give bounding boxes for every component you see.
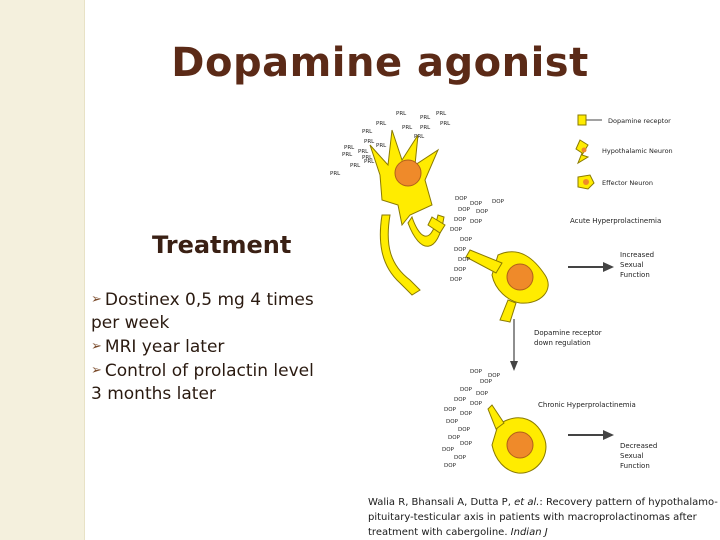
dop-label: DOP — [454, 217, 467, 223]
citation: Walia R, Bhansali A, Dutta P, et al.: Re… — [368, 495, 720, 540]
increased-line-2: Sexual — [620, 261, 643, 269]
effector-nucleus-swatch — [583, 179, 589, 185]
prl-label: PRL — [362, 155, 373, 161]
bullet-text-continued: per week — [91, 313, 170, 333]
dop-label: DOP — [460, 441, 473, 447]
dop-label: DOP — [450, 277, 463, 283]
dop-label: DOP — [454, 267, 467, 273]
legend: Dopamine receptor Hypothalamic Neuron Ef… — [575, 114, 673, 190]
downreg-line-1: Dopamine receptor — [534, 329, 602, 337]
prl-label: PRL — [362, 129, 373, 135]
effector-neuron-top — [465, 249, 549, 323]
arrow-bullet-icon: ➢ — [91, 363, 102, 378]
decreased-line-3: Function — [620, 462, 650, 470]
bullet-list: ➢Dostinex 0,5 mg 4 times per week ➢MRI y… — [91, 288, 376, 406]
dop-label: DOP — [460, 237, 473, 243]
dop-label: DOP — [458, 207, 471, 213]
prl-label: PRL — [342, 152, 353, 158]
dop-label: DOP — [492, 199, 505, 205]
dop-label: DOP — [455, 196, 468, 202]
prl-cluster: PRL PRL PRL PRL PRL PRL PRL PRL PRL PRL … — [330, 111, 451, 177]
neuron-diagram: PRL PRL PRL PRL PRL PRL PRL PRL PRL PRL … — [330, 111, 673, 474]
dop-label: DOP — [470, 201, 483, 207]
dop-label: DOP — [480, 379, 493, 385]
legend-effector: Effector Neuron — [602, 179, 653, 187]
prl-label: PRL — [414, 134, 425, 140]
downreg-line-2: down regulation — [534, 339, 591, 347]
receptor-swatch-icon — [577, 114, 587, 126]
dop-label: DOP — [476, 391, 489, 397]
prl-label: PRL — [402, 125, 413, 131]
slide-subtitle: Treatment — [152, 231, 292, 259]
bullet-text-continued: 3 months later — [91, 384, 216, 404]
citation-etal: et al. — [514, 497, 540, 508]
dop-label: DOP — [454, 455, 467, 461]
arrow-bullet-icon: ➢ — [91, 339, 102, 354]
left-decorative-band — [0, 0, 84, 540]
acute-arrowhead-icon — [603, 262, 614, 272]
prl-label: PRL — [420, 125, 431, 131]
increased-line-3: Function — [620, 271, 650, 279]
dop-label: DOP — [442, 447, 455, 453]
decreased-line-2: Sexual — [620, 452, 643, 460]
chronic-label: Chronic Hyperprolactinemia — [538, 401, 636, 409]
dop-label: DOP — [454, 247, 467, 253]
prl-label: PRL — [436, 111, 447, 117]
dop-label: DOP — [450, 227, 463, 233]
prl-label: PRL — [420, 115, 431, 121]
bullet-item-dostinex: ➢Dostinex 0,5 mg 4 times per week — [91, 288, 376, 335]
dop-label: DOP — [444, 407, 457, 413]
prl-label: PRL — [350, 163, 361, 169]
prl-label: PRL — [330, 171, 341, 177]
acute-label: Acute Hyperprolactinemia — [570, 217, 661, 225]
increased-line-1: Increased — [620, 251, 654, 259]
dop-label: DOP — [488, 373, 501, 379]
bullet-item-prolactin: ➢Control of prolactin level 3 months lat… — [91, 359, 376, 406]
prl-label: PRL — [344, 145, 355, 151]
hypothalamic-nucleus-swatch — [581, 147, 587, 153]
hypothalamic-neuron — [369, 129, 446, 296]
bullet-text: MRI year later — [104, 337, 225, 357]
arrow-bullet-icon: ➢ — [91, 292, 102, 307]
decreased-line-1: Decreased — [620, 442, 657, 450]
prl-label: PRL — [396, 111, 407, 117]
prl-label: PRL — [358, 149, 369, 155]
prl-label: PRL — [376, 143, 387, 149]
chronic-arrowhead-icon — [603, 430, 614, 440]
dop-label: DOP — [446, 419, 459, 425]
legend-hypothalamic: Hypothalamic Neuron — [602, 147, 673, 155]
legend-receptor: Dopamine receptor — [608, 117, 671, 125]
prl-label: PRL — [440, 121, 451, 127]
citation-authors: Walia R, Bhansali A, Dutta P, — [368, 497, 515, 508]
dop-label: DOP — [444, 463, 457, 469]
left-band-divider — [84, 0, 85, 540]
dop-label: DOP — [458, 257, 471, 263]
dop-cluster-top: DOP DOP DOP DOP DOP DOP DOP DOP DOP DOP … — [450, 196, 505, 283]
dop-label: DOP — [448, 435, 461, 441]
bullet-text: Dostinex 0,5 mg 4 times — [104, 290, 314, 310]
citation-journal: Indian J — [510, 527, 548, 538]
bullet-text: Control of prolactin level — [104, 361, 314, 381]
prl-label: PRL — [376, 121, 387, 127]
dop-label: DOP — [476, 209, 489, 215]
citation-title: : Recovery pattern of hypothalamo-pituit… — [368, 497, 718, 538]
bullet-item-mri: ➢MRI year later — [91, 335, 376, 359]
slide-title: Dopamine agonist — [171, 40, 589, 86]
dop-label: DOP — [470, 401, 483, 407]
prl-label: PRL — [364, 139, 375, 145]
dop-cluster-bottom: DOP DOP DOP DOP DOP DOP DOP DOP DOP DOP … — [442, 369, 501, 469]
effector-neuron-bottom — [487, 404, 547, 474]
dop-label: DOP — [470, 219, 483, 225]
down-arrowhead-icon — [510, 361, 518, 371]
dop-label: DOP — [460, 411, 473, 417]
dop-label: DOP — [460, 387, 473, 393]
dop-label: DOP — [470, 369, 483, 375]
dop-label: DOP — [458, 427, 471, 433]
prl-label: PRL — [364, 159, 375, 165]
dop-label: DOP — [454, 397, 467, 403]
